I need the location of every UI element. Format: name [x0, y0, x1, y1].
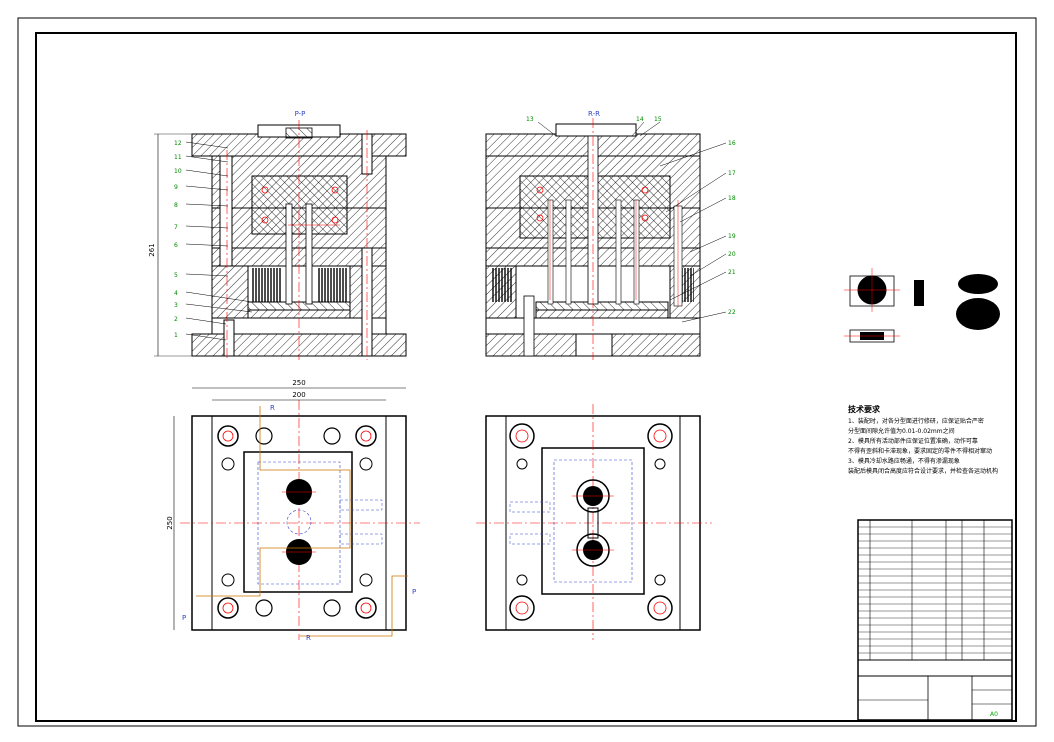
- section-marker-p-right: P: [412, 588, 416, 596]
- svg-text:5: 5: [174, 272, 178, 279]
- section-rr-label: R-R: [588, 110, 600, 118]
- svg-text:20: 20: [728, 251, 736, 258]
- balloon-label: 10: [174, 168, 229, 177]
- balloon-label: 1: [174, 332, 227, 341]
- inner-frame: [35, 32, 1017, 722]
- svg-text:10: 10: [174, 168, 182, 175]
- svg-text:7: 7: [174, 224, 178, 231]
- part-detail-views: [844, 268, 1000, 343]
- svg-text:19: 19: [728, 233, 736, 240]
- tech-req-line: 不得有歪斜和卡滞现象，要求固定的零件不得相对窜动: [848, 448, 993, 455]
- balloon-label: 2: [174, 316, 227, 325]
- balloon-label: 15: [639, 116, 662, 137]
- svg-text:2: 2: [174, 316, 178, 323]
- dim-height-side: 250: [166, 516, 174, 529]
- section-marker-r-bottom: R: [306, 634, 311, 642]
- svg-text:12: 12: [174, 140, 182, 147]
- svg-text:17: 17: [728, 170, 736, 177]
- bom-rows: [858, 526, 1012, 654]
- balloon-label: 13: [526, 116, 557, 137]
- sheet-size: A0: [990, 711, 998, 718]
- balloon-label: 14: [631, 116, 645, 137]
- dim-overall-height: 261: [148, 243, 156, 256]
- balloon-label: 16: [659, 140, 736, 167]
- title-block: A0: [857, 519, 1013, 721]
- tech-req-line: 装配后模具闭合高度应符合设计要求，并检查各运动机构: [848, 468, 999, 475]
- balloons-right-group: 13 14 15 16 17 18 19 20 21 22: [526, 116, 736, 323]
- tech-req-line: 1、装配时，对各分型面进行修研，应保证贴合严密: [848, 418, 984, 425]
- balloon-label: 3: [174, 302, 253, 313]
- tech-req-line: 分型面间隙允许值为0.01-0.02mm之间: [848, 428, 955, 435]
- balloon-label: 6: [174, 242, 229, 249]
- section-view-pp: P-P: [148, 110, 407, 360]
- dim-width-inner: 200: [292, 391, 305, 399]
- balloon-label: 20: [689, 251, 736, 277]
- tech-req-title: 技术要求: [848, 405, 880, 414]
- svg-text:1: 1: [174, 332, 178, 339]
- balloon-label: 9: [174, 184, 229, 191]
- tech-req-line: 2、模具所有活动部件应保证位置准确，动作可靠: [848, 438, 978, 445]
- tech-req-line: 3、模具冷却水路应畅通，不得有渗漏现象: [848, 458, 960, 465]
- technical-requirements: 技术要求 1、装配时，对各分型面进行修研，应保证贴合严密 分型面间隙允许值为0.…: [848, 404, 1018, 477]
- svg-text:15: 15: [654, 116, 662, 123]
- svg-text:13: 13: [526, 116, 534, 123]
- svg-text:3: 3: [174, 302, 178, 309]
- balloon-label: 8: [174, 202, 229, 209]
- balloon-label: 19: [689, 233, 736, 253]
- section-marker-r-top: R: [270, 404, 275, 412]
- balloon-label: 18: [679, 195, 736, 223]
- balloon-label: 12: [174, 140, 229, 149]
- section-pp-label: P-P: [295, 110, 306, 118]
- balloon-label: 11: [174, 154, 229, 163]
- balloon-label: 21: [669, 269, 736, 301]
- svg-text:21: 21: [728, 269, 736, 276]
- svg-text:9: 9: [174, 184, 178, 191]
- svg-text:8: 8: [174, 202, 178, 209]
- section-view-rr: R-R: [485, 110, 701, 360]
- svg-text:22: 22: [728, 309, 736, 316]
- balloon-label: 4: [174, 290, 253, 303]
- section-marker-p-left: P: [182, 614, 186, 622]
- svg-text:16: 16: [728, 140, 736, 147]
- svg-text:18: 18: [728, 195, 736, 202]
- balloons-left-group: 12 11 10 9 8 7 6 5 4 3 2 1: [174, 140, 253, 341]
- dim-width-outer: 250: [292, 379, 305, 387]
- balloon-label: 7: [174, 224, 229, 231]
- svg-text:4: 4: [174, 290, 178, 297]
- balloon-label: 5: [174, 272, 229, 279]
- plan-view-moving: 250 200 250 R R P P: [166, 379, 420, 642]
- svg-text:14: 14: [636, 116, 644, 123]
- svg-text:6: 6: [174, 242, 178, 249]
- outer-frame: [17, 17, 1037, 727]
- balloon-label: 17: [665, 170, 736, 213]
- plan-view-fixed: [476, 404, 712, 640]
- svg-text:11: 11: [174, 154, 182, 161]
- balloon-label: 22: [681, 309, 736, 323]
